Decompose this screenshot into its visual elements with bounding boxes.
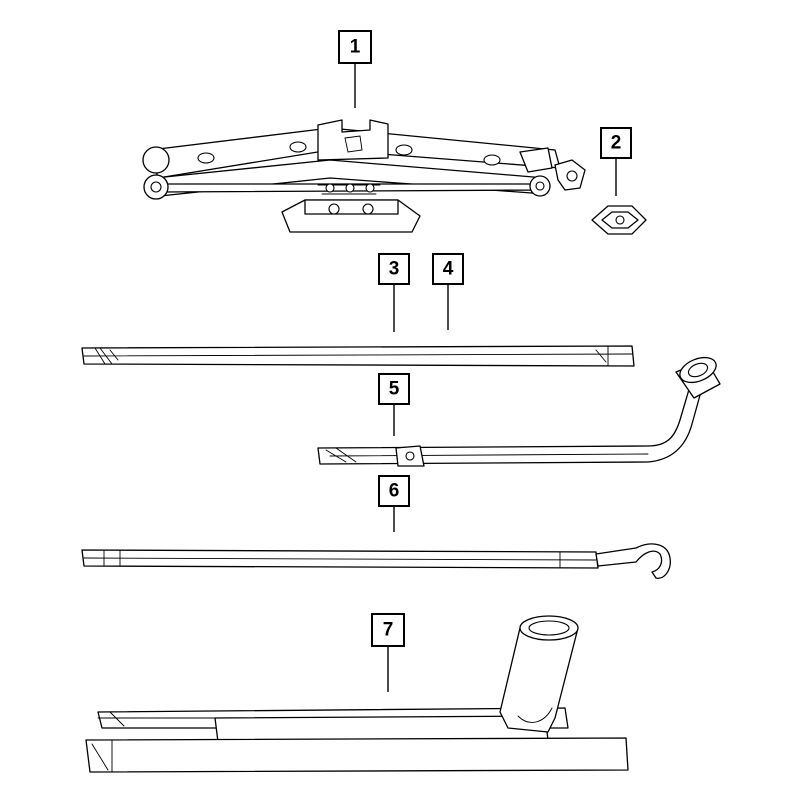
callout-1[interactable]: 1 [338,30,372,108]
callout-2-label: 2 [611,133,622,154]
callout-3[interactable]: 3 [378,253,410,332]
wrench-handle-assembly [85,615,629,773]
hook-bar [81,543,671,579]
callout-4-label: 4 [443,259,454,280]
callout-1-label: 1 [350,37,361,58]
callout-4[interactable]: 4 [432,253,464,330]
callout-6-label: 6 [389,481,400,502]
callout-5[interactable]: 5 [378,373,410,436]
callout-3-label: 3 [389,259,400,280]
callout-5-label: 5 [389,379,400,400]
lug-wrench [317,356,721,467]
callout-7-label: 7 [383,620,394,641]
jack-adapter [591,205,647,235]
callout-7[interactable]: 7 [371,613,405,692]
extension-bar [81,345,635,367]
scissor-jack [142,119,586,233]
callout-2[interactable]: 2 [600,127,632,196]
callout-6[interactable]: 6 [378,475,410,532]
